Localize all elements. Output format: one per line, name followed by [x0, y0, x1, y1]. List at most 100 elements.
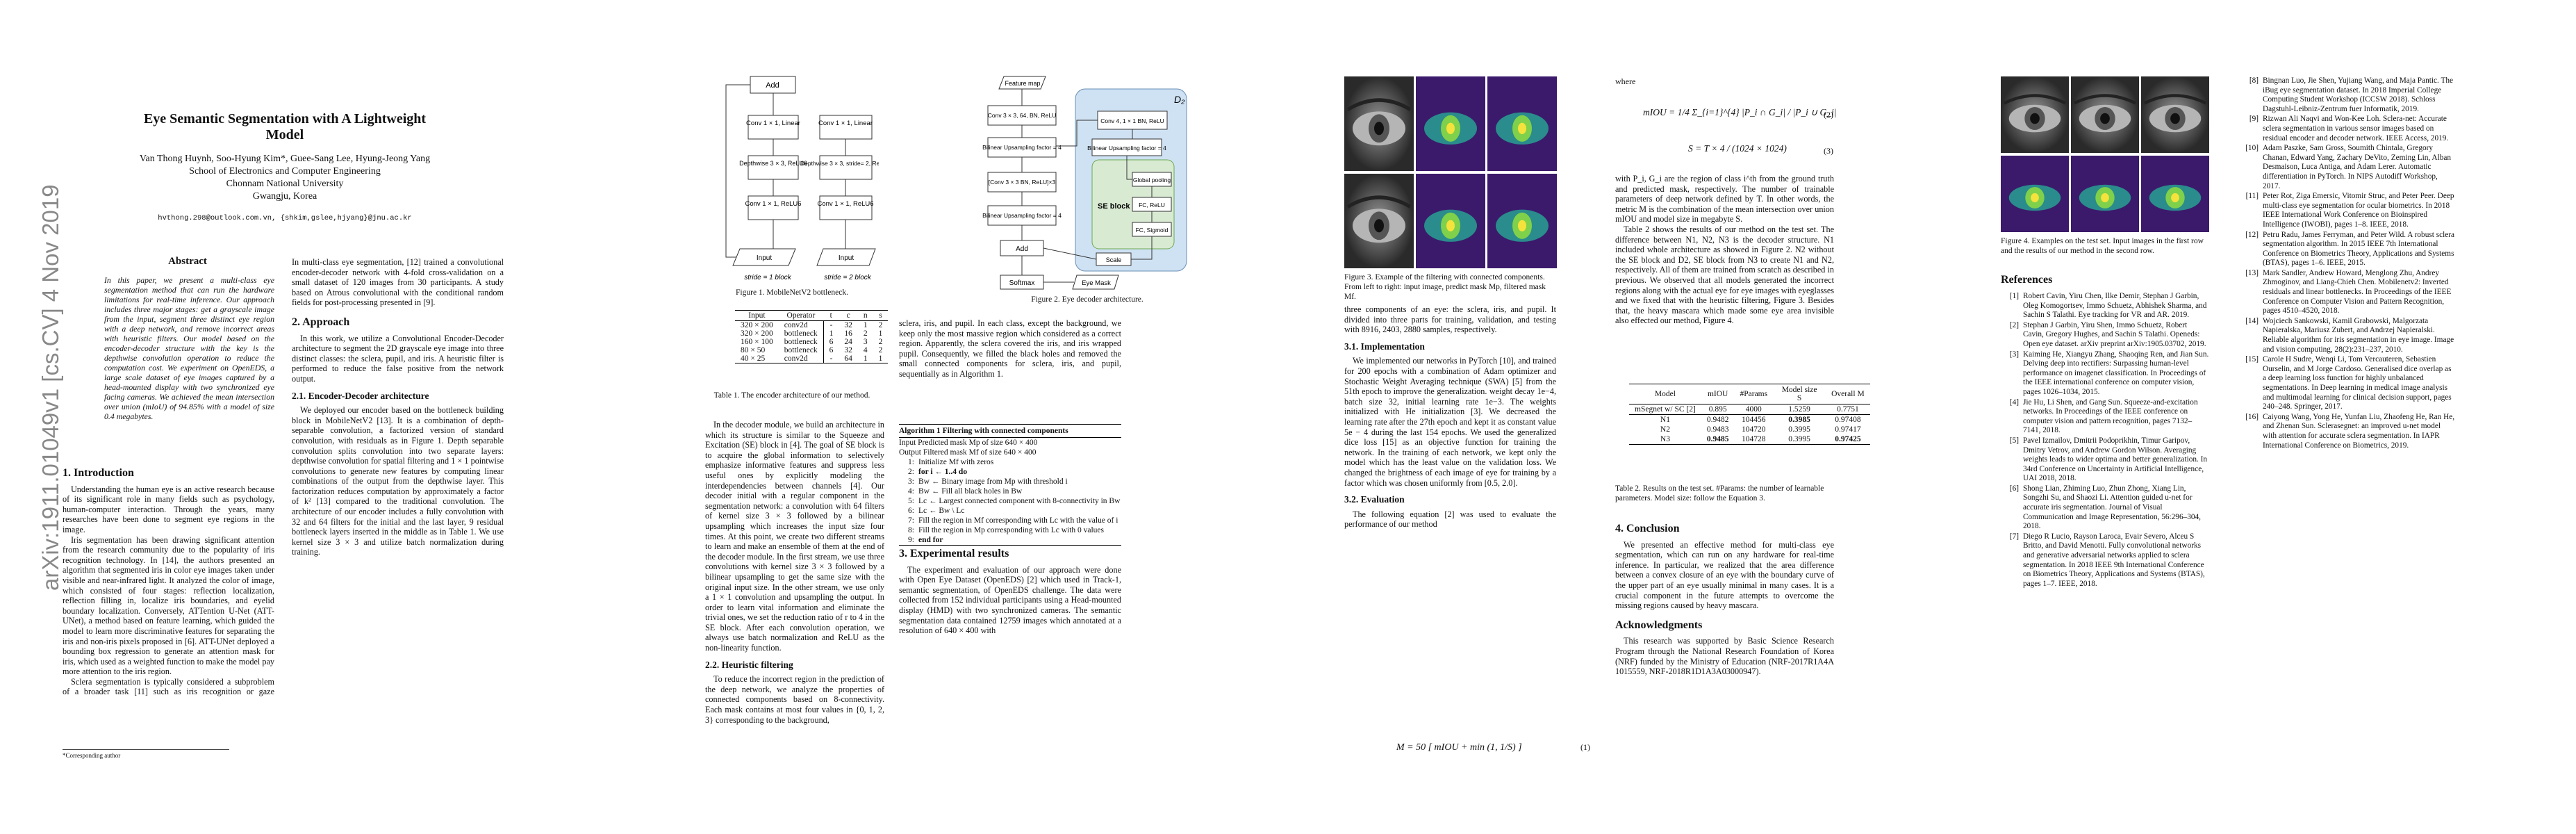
dataset-paragraph: three components of an eye: the sclera, …: [1344, 304, 1556, 335]
table-2-header: #Params: [1740, 390, 1768, 398]
algorithm-line: 9:end for: [899, 535, 1121, 545]
algorithm-line-number: 5:: [908, 497, 914, 505]
reference-text: Kaiming He, Xiangyu Zhang, Shaoqing Ren,…: [2023, 350, 2209, 396]
column-6-bottom-text: 4. Conclusion We presented an effective …: [1615, 514, 1834, 677]
encoder-paragraph: We deployed our encoder based on the bot…: [292, 405, 504, 557]
fig1-right-sub-label: stride = 2 block: [824, 274, 872, 281]
figure-4-input-image-2: [2141, 76, 2209, 153]
references-list-1: [1]Robert Cavin, Yiru Chen, Ilke Demir, …: [2001, 292, 2209, 589]
table-1-cell: 160 × 100: [741, 338, 773, 346]
fig1-right-conv2-label: Conv 1 × 1, ReLU6: [817, 200, 873, 208]
algorithm-line: 6: Lc ← Bw \ Lc: [899, 506, 1121, 516]
fig2-r1-label: Conv 4, 1 × 1 BN, ReLU: [1100, 117, 1164, 124]
section-heading-experiments: 3. Experimental results: [899, 548, 1009, 559]
author-block: Van Thong Huynh, Soo-Hyung Kim*, Guee-Sa…: [104, 153, 465, 203]
reference-item: [5]Pavel Izmailov, Dmitrii Podoprikhin, …: [2001, 436, 2209, 484]
reference-number: [9]: [2249, 115, 2259, 124]
reference-item: [2] Stephan J Garbin, Yiru Shen, Immo Sch…: [2001, 321, 2209, 350]
reference-item: [3]Kaiming He, Xiangyu Zhang, Shaoqing R…: [2001, 350, 2209, 398]
table-2-cell: 0.895: [1701, 404, 1735, 415]
table-1-cell: 24: [844, 338, 852, 346]
reference-text: Bingnan Luo, Jie Shen, Yujiang Wang, and…: [2263, 76, 2454, 113]
algorithm-line: 7: Fill the region in Mf corresponding w…: [899, 516, 1121, 525]
figure-2-diagram: D₂ Feature map Conv 3 × 3, 64, BN, ReLU …: [982, 76, 1187, 290]
fig2-fc2-label: FC, Sigmoid: [1136, 227, 1169, 234]
algorithm-line-text: Fill the region in Mp corresponding with…: [918, 526, 1105, 534]
figure-3-panel: [1416, 76, 1485, 171]
reference-number: [15]: [2245, 355, 2259, 364]
table-2-caption: Table 2. Results on the test set. #Param…: [1615, 484, 1824, 502]
table-1-header: t: [829, 311, 832, 320]
table-2-cell: 104720: [1742, 425, 1766, 434]
table-1-header: Input: [748, 311, 766, 320]
table-1-cell: 2: [878, 338, 883, 346]
table-1-cell: 16: [844, 329, 852, 338]
reference-number: [13]: [2245, 268, 2259, 277]
table-2-cell: 104728: [1742, 435, 1766, 443]
table-1-cell: 2: [878, 321, 883, 329]
table-1-cell: -: [829, 321, 833, 329]
algorithm-line: 2:for i ← 1..4 do: [899, 467, 1121, 477]
algorithm-line-number: 8:: [908, 526, 914, 534]
algorithm-line-text: end for: [918, 536, 943, 544]
conclusion-paragraph: We presented an effective method for mul…: [1615, 539, 1834, 611]
subsection-heading-implementation: 3.1. Implementation: [1344, 341, 1425, 352]
paper-title: Eye Semantic Segmentation with A Lightwe…: [143, 111, 427, 142]
decoder-paragraph: In the decoder module, we build an archi…: [705, 420, 884, 653]
table-1-cell: 1: [829, 329, 834, 338]
table-1-cell: 320 × 200: [741, 321, 773, 329]
approach-paragraph: In this work, we utilize a Convolutional…: [292, 333, 504, 384]
affiliation-2: Chonnam National University: [226, 179, 344, 189]
reference-text: Caiyong Wang, Yong He, Yunfan Liu, Zhaof…: [2263, 412, 2455, 450]
reference-text: Shong Lian, Zhiming Luo, Zhun Zhong, Xia…: [2023, 484, 2202, 531]
fig1-right-conv1-label: Conv 1 × 1, Linear: [818, 120, 873, 127]
figure-1-diagram: Add Conv 1 × 1, Linear Depthwise 3 × 3, …: [725, 76, 879, 281]
table-2-cell: 0.3985: [1788, 416, 1810, 424]
algorithm-line-number: 2:: [908, 468, 914, 476]
figure-4-caption: Figure 4. Examples on the test set. Inpu…: [2001, 237, 2204, 255]
abstract-text: In this paper, we present a multi-class …: [104, 275, 274, 421]
table-2-cell: 0.9483: [1706, 425, 1729, 434]
figure-3-input-image-1: [1344, 174, 1414, 268]
experiments-paragraph: The experiment and evaluation of our app…: [899, 564, 1121, 636]
algorithm-line-number: 4:: [908, 487, 914, 496]
table-1-cell: 6: [829, 338, 834, 346]
reference-number: [7]: [2009, 532, 2019, 541]
intro-paragraph-2: Iris segmentation has been drawing signi…: [63, 534, 274, 677]
reference-number: [14]: [2245, 316, 2259, 325]
fig1-left-dw-label: Depthwise 3 × 3, ReLU6: [739, 160, 807, 167]
fig2-up2-label: Bilinear Upsampling factor = 4: [982, 212, 1062, 219]
fig2-conv2-label: [Conv 3 × 3 BN, ReLU]×3: [989, 179, 1056, 186]
column-2-text: In multi-class eye segmentation, [12] tr…: [292, 257, 504, 557]
fig1-stride2-block: Conv 1 × 1, Linear Depthwise 3 × 3, stri…: [800, 115, 879, 281]
footnote: *Corresponding author: [63, 749, 229, 759]
table-2-cell: 104456: [1742, 416, 1766, 424]
table-2-cell: 0.7751: [1826, 404, 1870, 415]
figure-4-panel: [2071, 156, 2139, 232]
reference-text: Stephan J Garbin, Yiru Shen, Immo Schuet…: [2023, 320, 2206, 348]
fig2-se-label: SE block: [1098, 202, 1130, 211]
figure-4-panel: [2141, 76, 2209, 153]
reference-number: [12]: [2245, 230, 2259, 239]
table-2-header: Overall M: [1831, 390, 1865, 398]
fig2-eyemask-label: Eye Mask: [1082, 279, 1111, 287]
table-1-cell: 32: [844, 346, 852, 354]
figure-4-result-2: [2141, 156, 2209, 232]
reference-number: [2]: [2009, 320, 2019, 329]
reference-item: [8]Bingnan Luo, Jie Shen, Yujiang Wang, …: [2240, 76, 2456, 114]
affiliation-3: Gwangju, Korea: [252, 191, 317, 202]
fig2-d2-label: D₂: [1174, 94, 1185, 105]
reference-text: Wojciech Sankowski, Kamil Grabowski, Mal…: [2263, 316, 2454, 354]
table-1-cell: -: [829, 354, 833, 363]
fig1-right-input-label: Input: [839, 254, 854, 262]
table-2-cell: N2: [1660, 425, 1670, 434]
table-1-cell: 80 × 50: [741, 346, 766, 354]
reference-item: [6]Shong Lian, Zhiming Luo, Zhun Zhong, …: [2001, 484, 2209, 532]
algorithm-line: 1:Initialize Mf with zeros: [899, 457, 1121, 467]
table-1-cell: 1: [863, 321, 868, 329]
reference-text: Rizwan Ali Naqvi and Won-Kee Loh. Sclera…: [2263, 115, 2449, 142]
acknowledgments-paragraph: This research was supported by Basic Sci…: [1615, 636, 1834, 677]
